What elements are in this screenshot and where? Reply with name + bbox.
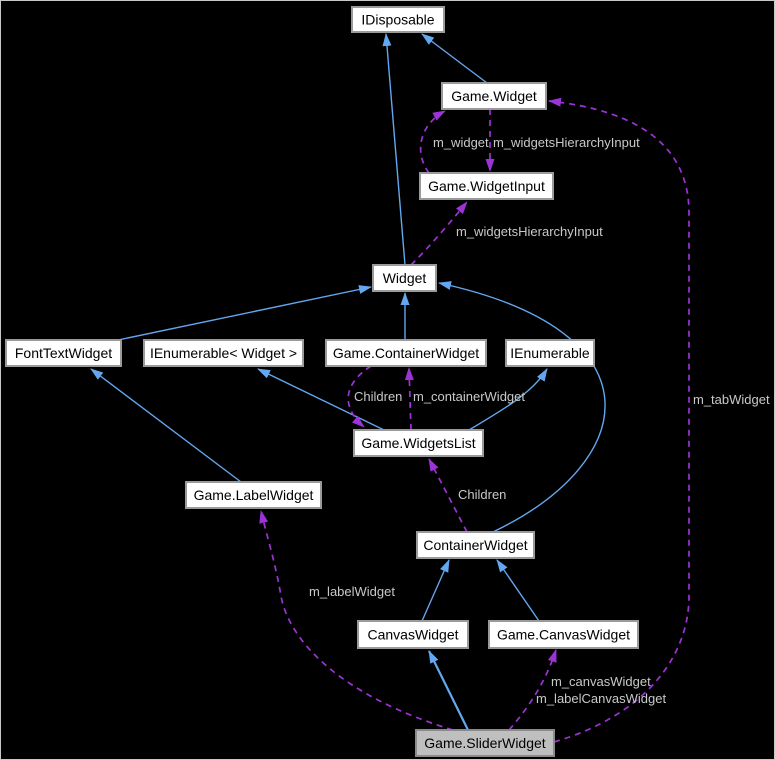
- node-box: [372, 264, 437, 292]
- edge-usage-m-containerwidget: [404, 367, 414, 431]
- edge-usage-m-widget: [419, 110, 446, 174]
- node-box: [488, 620, 639, 649]
- edge-usage-m-canvaswidget: [508, 649, 557, 731]
- node-box: [185, 481, 322, 509]
- edge-label-m-widget: m_widget: [433, 135, 489, 150]
- node-box: [353, 429, 484, 457]
- edge-label-m-widgetshierarchyinput-mid: m_widgetsHierarchyInput: [456, 224, 603, 239]
- node-game-widgetinput[interactable]: Game.WidgetInput: [419, 172, 554, 200]
- node-game-containerwidget[interactable]: Game.ContainerWidget: [325, 339, 487, 367]
- node-box: [5, 339, 122, 367]
- node-box: [505, 339, 595, 367]
- node-label: IEnumerable< Widget >: [150, 345, 297, 361]
- edge-label-m-widgetshierarchyinput-top: m_widgetsHierarchyInput: [493, 135, 640, 150]
- node-game-widgetslist[interactable]: Game.WidgetsList: [353, 429, 484, 457]
- node-label: FontTextWidget: [15, 345, 112, 361]
- node-box: [357, 620, 469, 649]
- edge-label-children-lower: Children: [458, 487, 506, 502]
- node-label: IEnumerable: [510, 345, 590, 361]
- node-label: Game.WidgetsList: [361, 435, 475, 451]
- edge-inherit-gamelabelwidget-fonttextwidget: [90, 368, 242, 483]
- node-game-widget[interactable]: Game.Widget: [441, 82, 547, 110]
- node-widget[interactable]: Widget: [372, 264, 437, 292]
- node-label: Game.SliderWidget: [424, 735, 545, 751]
- node-game-sliderwidget[interactable]: Game.SliderWidget: [415, 729, 555, 757]
- node-ienumerable[interactable]: IEnumerable: [505, 339, 595, 367]
- edge-label-children-upper: Children: [354, 389, 402, 404]
- node-label: Game.Widget: [451, 88, 537, 104]
- node-label: Game.CanvasWidget: [497, 627, 630, 643]
- edge-usage-m-tabwidget: [548, 97, 690, 743]
- edge-label-m-tabwidget: m_tabWidget: [693, 392, 770, 407]
- node-box: [351, 6, 445, 33]
- edge-inherit-gamewidget-idisposable: [421, 33, 488, 84]
- edge-usage-children-containerwidget: [428, 458, 468, 533]
- edge-label-m-canvaswidget: m_canvasWidget: [551, 674, 651, 689]
- node-box: [325, 339, 487, 367]
- edge-inherit-widget-idisposable: [382, 33, 406, 266]
- edge-inherit-gamewidgetslist-ienumerable: [468, 368, 548, 431]
- node-box: [143, 339, 304, 367]
- edge-usage-children-gamecontainerwidget: [347, 365, 372, 428]
- node-box: [419, 172, 554, 200]
- node-idisposable[interactable]: IDisposable: [351, 6, 445, 33]
- node-containerwidget[interactable]: ContainerWidget: [416, 531, 535, 559]
- node-game-labelwidget[interactable]: Game.LabelWidget: [185, 481, 322, 509]
- node-label: IDisposable: [361, 12, 434, 28]
- node-box: [415, 729, 555, 757]
- node-label: Game.WidgetInput: [428, 178, 545, 194]
- node-label: ContainerWidget: [423, 537, 527, 553]
- node-canvaswidget[interactable]: CanvasWidget: [357, 620, 469, 649]
- edge-label-m-labelwidget: m_labelWidget: [309, 584, 395, 599]
- edge-inherit-fonttextwidget-widget: [117, 285, 372, 341]
- edge-inherit-canvaswidget-containerwidget: [421, 559, 450, 622]
- node-game-canvaswidget[interactable]: Game.CanvasWidget: [488, 620, 639, 649]
- node-box: [441, 82, 547, 110]
- node-box: [416, 531, 535, 559]
- node-label: CanvasWidget: [367, 627, 458, 643]
- node-ienumerable-widget[interactable]: IEnumerable< Widget >: [143, 339, 304, 367]
- edge-label-m-labelcanvaswidget: m_labelCanvasWidget: [536, 691, 666, 706]
- node-label: Widget: [383, 270, 427, 286]
- node-label: Game.ContainerWidget: [333, 345, 479, 361]
- edge-inherit-gamecanvaswidget-containerwidget: [496, 559, 540, 622]
- node-label: Game.LabelWidget: [194, 487, 314, 503]
- edge-usage-m-labelwidget: [259, 510, 454, 731]
- edge-inherit-gamesliderwidget-canvaswidget: [428, 650, 469, 731]
- edge-label-m-containerwidget: m_containerWidget: [413, 389, 525, 404]
- edge-inherit-containerwidget-widget: [438, 281, 606, 533]
- node-fonttextwidget[interactable]: FontTextWidget: [5, 339, 122, 367]
